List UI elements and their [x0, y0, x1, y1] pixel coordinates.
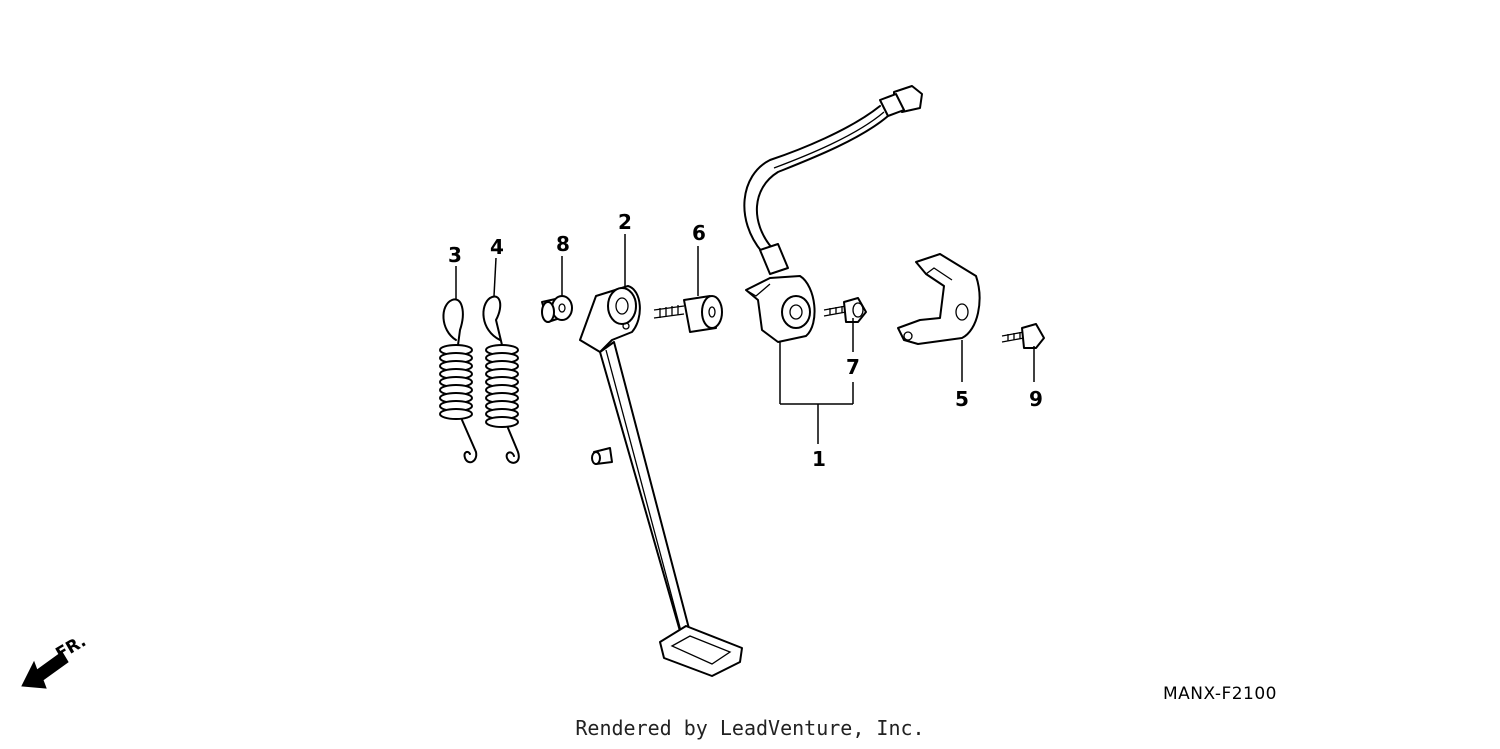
callout-6: 6	[692, 221, 706, 245]
side-stand-2[interactable]	[579, 285, 743, 677]
callout-4: 4	[490, 235, 504, 259]
switch-cover-5[interactable]	[897, 253, 981, 345]
spring-3[interactable]	[439, 298, 478, 464]
diagram-code: MANX-F2100	[1163, 684, 1277, 704]
bolt-7[interactable]	[823, 297, 867, 323]
callout-5: 5	[955, 387, 969, 411]
spring-4[interactable]	[482, 295, 520, 464]
render-credit: Rendered by LeadVenture, Inc.	[575, 716, 925, 740]
leader-lines	[455, 234, 1035, 444]
bolt-9[interactable]	[1001, 323, 1045, 349]
pivot-bolt-6[interactable]	[653, 295, 723, 333]
front-direction-arrow-icon: FR.	[21, 631, 90, 689]
collar-8[interactable]	[541, 295, 573, 323]
callout-3: 3	[448, 243, 462, 267]
callout-9: 9	[1029, 387, 1043, 411]
side-stand-switch-1[interactable]	[743, 85, 923, 343]
callout-8: 8	[556, 232, 570, 256]
callout-7: 7	[846, 355, 860, 379]
callout-2: 2	[618, 210, 632, 234]
callout-1: 1	[812, 447, 826, 471]
